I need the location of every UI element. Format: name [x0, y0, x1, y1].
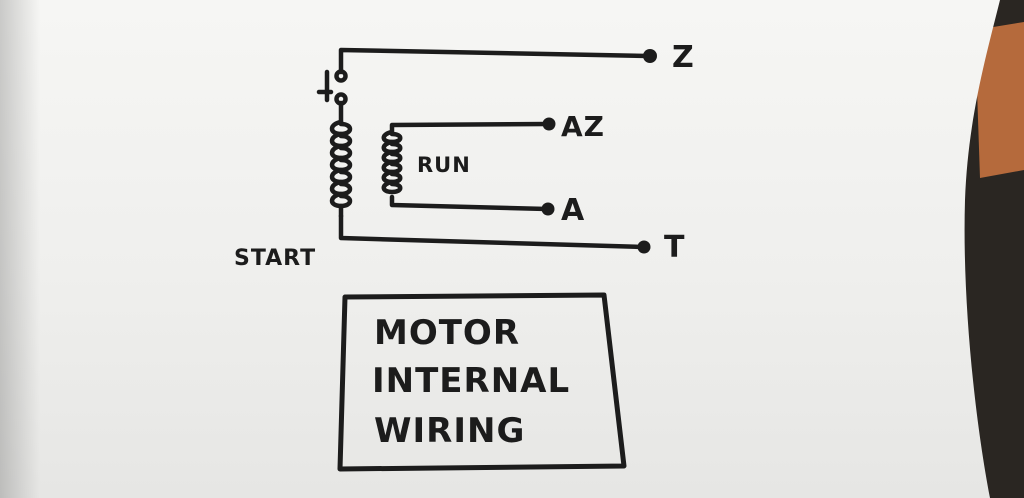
terminal-t-dot [637, 240, 651, 254]
terminal-az-dot [542, 117, 556, 131]
title-line-1: MOTOR [374, 313, 520, 353]
run-winding-coil [381, 129, 403, 195]
start-winding-coil [329, 119, 353, 219]
wire-a [389, 194, 550, 212]
terminal-z-label: Z [672, 40, 695, 75]
title-line-3: WIRING [374, 411, 525, 451]
wood-strip [975, 22, 1024, 178]
wiring-diagram [316, 47, 651, 472]
wire-z [338, 47, 651, 75]
switch-lever [316, 69, 334, 103]
wire-t [338, 213, 646, 250]
terminal-t-label: T [664, 230, 685, 265]
start-winding-label: START [234, 246, 316, 271]
switch-contact-top [334, 69, 348, 83]
paper-sheet [0, 0, 1000, 498]
wire-az [389, 121, 551, 135]
run-winding-label: RUN [417, 153, 471, 177]
title-line-2: INTERNAL [372, 361, 570, 401]
title-box-frame [337, 292, 627, 472]
terminal-a-dot [541, 202, 555, 216]
terminals [541, 49, 657, 254]
terminal-z-dot [643, 49, 657, 63]
paper-left-shadow [0, 0, 40, 498]
terminal-a-label: A [561, 193, 585, 228]
terminal-az-label: AZ [561, 110, 605, 143]
